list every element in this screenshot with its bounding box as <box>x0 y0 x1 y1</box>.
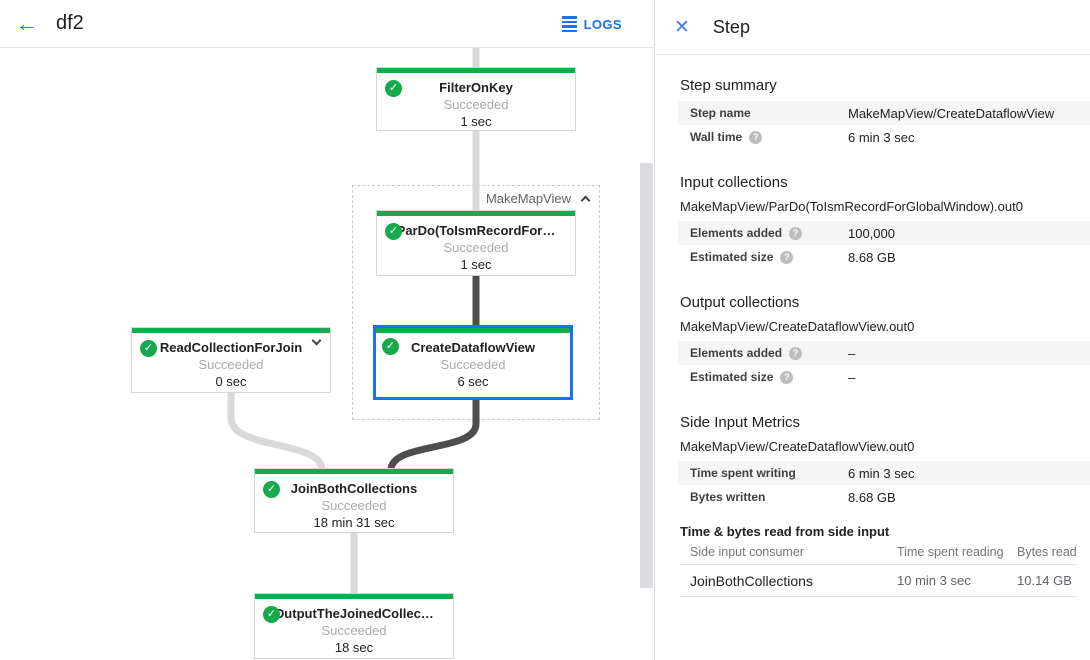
node-status: Succeeded <box>443 240 509 255</box>
step-detail-panel: ✕ Step Step summary Step name MakeMapVie… <box>656 0 1090 660</box>
node-status: Succeeded <box>321 498 387 513</box>
panel-body: Step summary Step name MakeMapView/Creat… <box>656 55 1090 597</box>
input-collection-name: MakeMapView/ParDo(ToIsmRecordForGlobalWi… <box>680 199 1023 214</box>
metric-value: 8.68 GB <box>848 489 896 505</box>
metric-label: Wall time <box>690 130 743 144</box>
section-heading-output-collections: Output collections <box>680 294 800 311</box>
metric-value: – <box>848 345 856 361</box>
section-heading-input-collections: Input collections <box>680 174 788 191</box>
table-header-row: Side input consumer Time spent reading B… <box>680 545 1077 565</box>
help-icon[interactable]: ? <box>749 130 763 144</box>
node-time: 1 sec <box>460 257 492 272</box>
help-icon[interactable]: ? <box>789 346 803 360</box>
node-time: 1 sec <box>460 114 492 129</box>
node-status-bar <box>376 328 570 333</box>
column-header-bytes-read: Bytes read <box>1017 545 1077 559</box>
metric-row-estimated-size: Estimated size ? – <box>678 365 1090 389</box>
table-row: JoinBothCollections 10 min 3 sec 10.14 G… <box>680 565 1077 597</box>
node-status-bar <box>255 594 453 599</box>
graph-toolbar: ← df2 LOGS <box>0 0 654 48</box>
node-status: Succeeded <box>440 357 506 372</box>
collapse-chevron-up-icon[interactable] <box>580 195 591 206</box>
cell-bytes-read: 10.14 GB <box>1017 573 1072 588</box>
metric-value: – <box>848 369 856 385</box>
node-status: Succeeded <box>443 97 509 112</box>
metric-value: 6 min 3 sec <box>848 465 915 481</box>
node-time: 18 sec <box>334 640 374 655</box>
success-check-icon: ✓ <box>263 606 280 623</box>
node-title: ParDo(ToIsmRecordFor… <box>396 223 556 238</box>
group-makemapview-label: MakeMapView <box>485 191 571 206</box>
node-status: Succeeded <box>198 357 264 372</box>
node-status-bar <box>377 68 575 73</box>
panel-header: ✕ Step <box>656 0 1090 55</box>
panel-title: Step <box>712 16 750 37</box>
logs-button[interactable]: LOGS <box>561 0 622 48</box>
metric-row-step-name: Step name MakeMapView/CreateDataflowView <box>678 101 1090 125</box>
graph-node-readcollectionforjoin[interactable]: ✓ ReadCollectionForJoin Succeeded 0 sec <box>131 327 331 393</box>
section-heading-step-summary: Step summary <box>680 77 777 94</box>
metric-row-elements-added: Elements added ? – <box>678 341 1090 365</box>
node-time: 18 min 31 sec <box>313 515 395 530</box>
column-header-time-reading: Time spent reading <box>897 545 1004 559</box>
graph-node-filteronkey[interactable]: ✓ FilterOnKey Succeeded 1 sec <box>376 67 576 131</box>
metric-value: 8.68 GB <box>848 249 896 265</box>
close-icon[interactable]: ✕ <box>674 16 690 38</box>
logs-list-icon <box>561 16 577 32</box>
metric-value: MakeMapView/CreateDataflowView <box>848 105 1055 121</box>
metric-label: Elements added <box>690 346 783 360</box>
help-icon[interactable]: ? <box>780 250 794 264</box>
node-title: CreateDataflowView <box>410 340 536 355</box>
node-status-bar <box>132 328 330 333</box>
column-header-consumer: Side input consumer <box>690 545 804 559</box>
section-heading-side-input-metrics: Side Input Metrics <box>680 414 801 431</box>
graph-node-pardo-toismrecord[interactable]: ✓ ParDo(ToIsmRecordFor… Succeeded 1 sec <box>376 210 576 276</box>
success-check-icon: ✓ <box>385 80 402 97</box>
node-status: Succeeded <box>321 623 387 638</box>
help-icon[interactable]: ? <box>780 370 794 384</box>
node-title: FilterOnKey <box>439 80 513 95</box>
cell-consumer: JoinBothCollections <box>690 572 813 589</box>
success-check-icon: ✓ <box>385 223 402 240</box>
node-title: OutputTheJoinedCollec… <box>274 606 434 621</box>
metric-label: Estimated size <box>690 250 774 264</box>
side-input-table: Side input consumer Time spent reading B… <box>680 545 1077 597</box>
node-time: 6 sec <box>457 374 489 389</box>
metric-label: Estimated size <box>690 370 774 384</box>
node-time: 0 sec <box>215 374 247 389</box>
job-title: df2 <box>56 12 84 34</box>
graph-node-joinbothcollections[interactable]: ✓ JoinBothCollections Succeeded 18 min 3… <box>254 468 454 533</box>
metric-label: Time spent writing <box>690 466 796 480</box>
metric-value: 6 min 3 sec <box>848 129 915 145</box>
node-title: ReadCollectionForJoin <box>159 340 303 355</box>
success-check-icon: ✓ <box>140 340 157 357</box>
success-check-icon: ✓ <box>382 338 399 355</box>
node-status-bar <box>255 469 453 474</box>
graph-node-createdataflowview[interactable]: ✓ CreateDataflowView Succeeded 6 sec <box>373 325 573 400</box>
success-check-icon: ✓ <box>263 481 280 498</box>
metric-label: Step name <box>690 106 751 120</box>
output-collection-name: MakeMapView/CreateDataflowView.out0 <box>680 319 915 334</box>
metric-value: 100,000 <box>848 225 895 241</box>
back-arrow-icon[interactable]: ← <box>16 10 38 36</box>
metric-row-time-spent-writing: Time spent writing 6 min 3 sec <box>678 461 1090 485</box>
graph-vertical-scrollbar[interactable] <box>640 163 653 588</box>
metric-row-bytes-written: Bytes written 8.68 GB <box>678 485 1090 509</box>
job-graph-pane: ← df2 LOGS MakeMapView ✓ <box>0 0 655 660</box>
node-status-bar <box>377 211 575 216</box>
cell-time-reading: 10 min 3 sec <box>897 573 971 588</box>
metric-row-estimated-size: Estimated size ? 8.68 GB <box>678 245 1090 269</box>
graph-node-outputthejoinedcollection[interactable]: ✓ OutputTheJoinedCollec… Succeeded 18 se… <box>254 593 454 659</box>
metric-row-elements-added: Elements added ? 100,000 <box>678 221 1090 245</box>
node-title: JoinBothCollections <box>290 481 418 496</box>
metric-label: Bytes written <box>690 490 766 504</box>
side-input-table-title: Time & bytes read from side input <box>680 524 890 539</box>
side-input-collection-name: MakeMapView/CreateDataflowView.out0 <box>680 439 915 454</box>
help-icon[interactable]: ? <box>789 226 803 240</box>
metric-row-wall-time: Wall time ? 6 min 3 sec <box>678 125 1090 149</box>
metric-label: Elements added <box>690 226 783 240</box>
logs-button-label: LOGS <box>583 16 622 32</box>
